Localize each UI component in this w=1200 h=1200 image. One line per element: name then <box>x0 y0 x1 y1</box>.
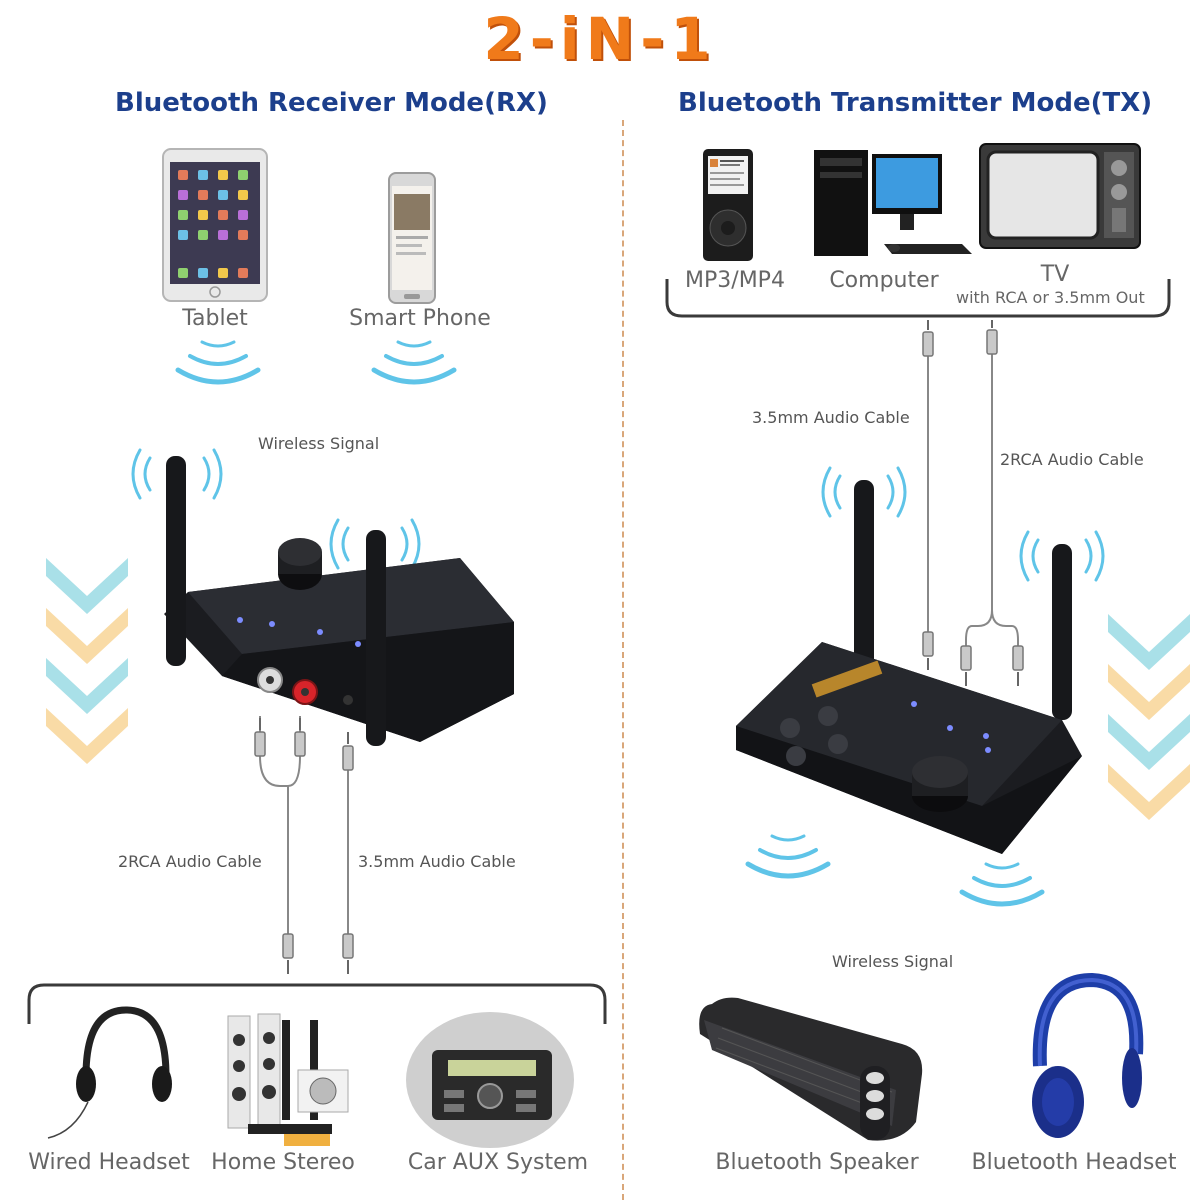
car-aux-system-label: Car AUX System <box>407 1150 589 1175</box>
tablet-image <box>162 148 268 302</box>
home-stereo-image <box>227 1013 349 1146</box>
tablet-label: Tablet <box>182 306 248 331</box>
page-title: 2-iN-1 <box>483 5 717 73</box>
receiver-device-image <box>131 448 514 746</box>
wireless-wave-icon <box>371 340 457 385</box>
rca-cable-label: 2RCA Audio Cable <box>1000 450 1144 469</box>
smartphone-label: Smart Phone <box>349 306 491 331</box>
wireless-wave-icon <box>959 862 1045 907</box>
rca-cable-label: 2RCA Audio Cable <box>118 852 262 871</box>
cable-image <box>254 716 354 974</box>
wireless-wave-icon <box>175 340 261 385</box>
bluetooth-speaker-image <box>699 997 923 1141</box>
smartphone-image <box>388 172 436 304</box>
wired-headset-image <box>47 1006 172 1139</box>
aux-cable-label: 3.5mm Audio Cable <box>358 852 516 871</box>
down-chevron-icon <box>1108 614 1190 820</box>
tv-label: TV <box>1040 262 1070 287</box>
bluetooth-headset-label: Bluetooth Headset <box>971 1150 1177 1175</box>
home-stereo-label: Home Stereo <box>211 1150 355 1175</box>
bracket-line <box>665 279 1171 318</box>
section-divider <box>622 120 624 1200</box>
wireless-signal-label: Wireless Signal <box>258 434 380 453</box>
aux-cable-label: 3.5mm Audio Cable <box>752 408 910 427</box>
receiver-mode-heading: Bluetooth Receiver Mode(RX) <box>115 88 548 118</box>
mp3-player-image <box>703 149 753 261</box>
wireless-wave-icon <box>745 834 831 879</box>
cable-image <box>922 320 1024 686</box>
wireless-signal-label: Wireless Signal <box>832 952 954 971</box>
computer-image <box>814 150 972 256</box>
bluetooth-headset-image <box>1032 972 1144 1138</box>
car-aux-system-image <box>406 1012 574 1148</box>
tv-image <box>979 143 1141 249</box>
wired-headset-label: Wired Headset <box>28 1150 190 1175</box>
down-chevron-icon <box>46 558 128 764</box>
bracket-line <box>27 983 607 1024</box>
tv-note: with RCA or 3.5mm Out <box>956 288 1145 307</box>
transmitter-device-image <box>736 466 1105 854</box>
computer-label: Computer <box>829 268 939 293</box>
mp3-mp4-label: MP3/MP4 <box>685 268 785 293</box>
transmitter-mode-heading: Bluetooth Transmitter Mode(TX) <box>678 88 1153 118</box>
bluetooth-speaker-label: Bluetooth Speaker <box>715 1150 919 1175</box>
